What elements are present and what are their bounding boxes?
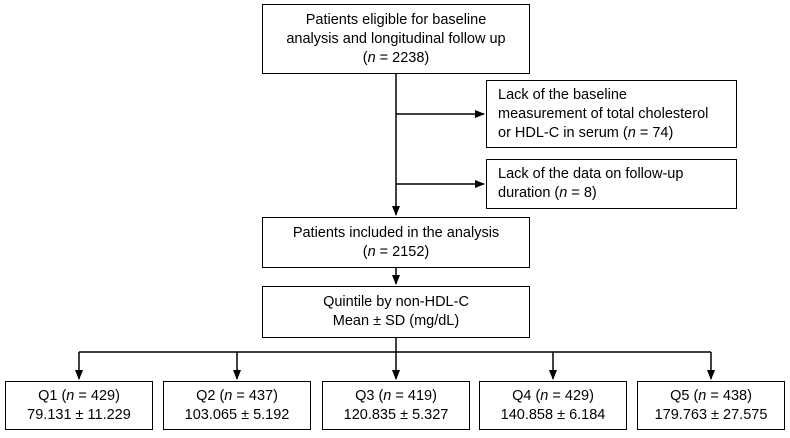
exclusion2-line-2: duration (n = 8) [498, 185, 597, 201]
q3-stat: 120.835 ± 5.327 [343, 406, 449, 423]
quintile-box: Quintile by non-HDL-C Mean ± SD (mg/dL) [262, 286, 530, 338]
included-patients-box: Patients included in the analysis (n = 2… [262, 217, 530, 268]
exclusion-box-baseline-measurement: Lack of the baseline measurement of tota… [486, 80, 737, 148]
q5-label: Q5 (n = 438) [670, 387, 752, 404]
exclusion2-line-1: Lack of the data on follow-up [498, 166, 684, 182]
exclusion1-line-1: Lack of the baseline [498, 86, 627, 103]
q5-stat: 179.763 ± 27.575 [654, 406, 768, 423]
eligible-line-1: Patients eligible for baseline [305, 11, 487, 28]
exclusion1-line-2: measurement of total cholesterol [498, 105, 709, 122]
q4-stat: 140.858 ± 6.184 [500, 406, 606, 423]
q2-stat: 103.065 ± 5.192 [184, 406, 290, 423]
quintile-q2-box: Q2 (n = 437) 103.065 ± 5.192 [163, 381, 311, 430]
q1-label: Q1 (n = 429) [38, 387, 120, 404]
quintile-q4-box: Q4 (n = 429) 140.858 ± 6.184 [479, 381, 627, 430]
q1-stat: 79.131 ± 11.229 [27, 406, 131, 423]
included-count: (n = 2152) [362, 243, 430, 260]
eligible-line-2: analysis and longitudinal follow up [286, 30, 506, 47]
quintile-line-1: Quintile by non-HDL-C [323, 294, 469, 310]
q2-label: Q2 (n = 437) [196, 387, 278, 404]
included-line-1: Patients included in the analysis [292, 224, 500, 241]
eligible-count: (n = 2238) [362, 49, 430, 66]
quintile-q3-box: Q3 (n = 419) 120.835 ± 5.327 [322, 381, 470, 430]
quintile-q1-box: Q1 (n = 429) 79.131 ± 11.229 [5, 381, 153, 430]
exclusion-box-follow-up-duration: Lack of the data on follow-up duration (… [486, 159, 737, 209]
exclusion1-line-3: or HDL-C in serum (n = 74) [498, 124, 674, 141]
q4-label: Q4 (n = 429) [512, 387, 594, 404]
eligible-patients-box: Patients eligible for baseline analysis … [262, 4, 530, 74]
quintile-q5-box: Q5 (n = 438) 179.763 ± 27.575 [637, 381, 785, 430]
quintile-line-2: Mean ± SD (mg/dL) [332, 313, 460, 329]
q3-label: Q3 (n = 419) [355, 387, 437, 404]
